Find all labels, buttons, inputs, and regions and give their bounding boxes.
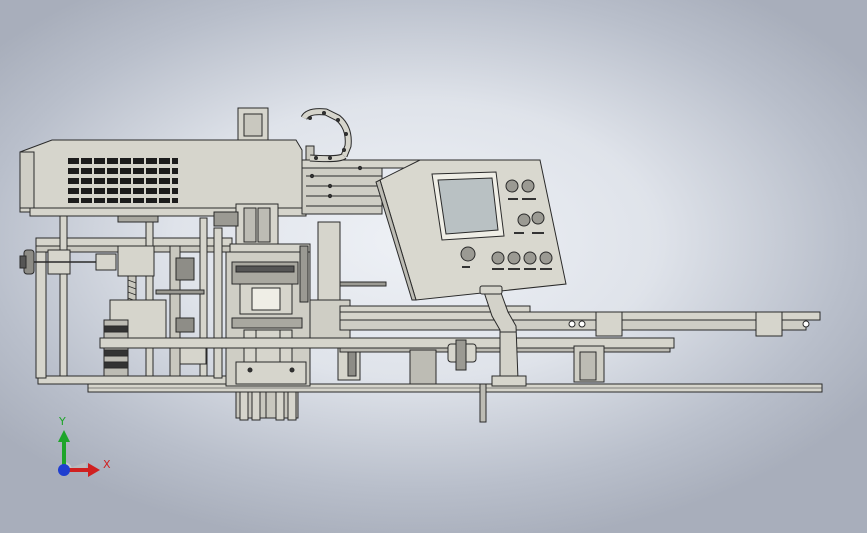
coordinate-triad-icon <box>58 430 100 477</box>
axis-x-label: X <box>103 458 111 471</box>
control-panel <box>375 159 567 301</box>
conveyor-rail <box>99 305 821 385</box>
lower-spindles <box>235 391 299 421</box>
axis-y-label: Y <box>59 415 66 428</box>
base-plate <box>37 375 823 423</box>
vent-grille <box>68 156 178 204</box>
cable-chain <box>300 108 352 163</box>
discharge-pipe <box>479 285 527 387</box>
left-frame <box>19 215 233 379</box>
central-mechanism <box>117 203 387 387</box>
